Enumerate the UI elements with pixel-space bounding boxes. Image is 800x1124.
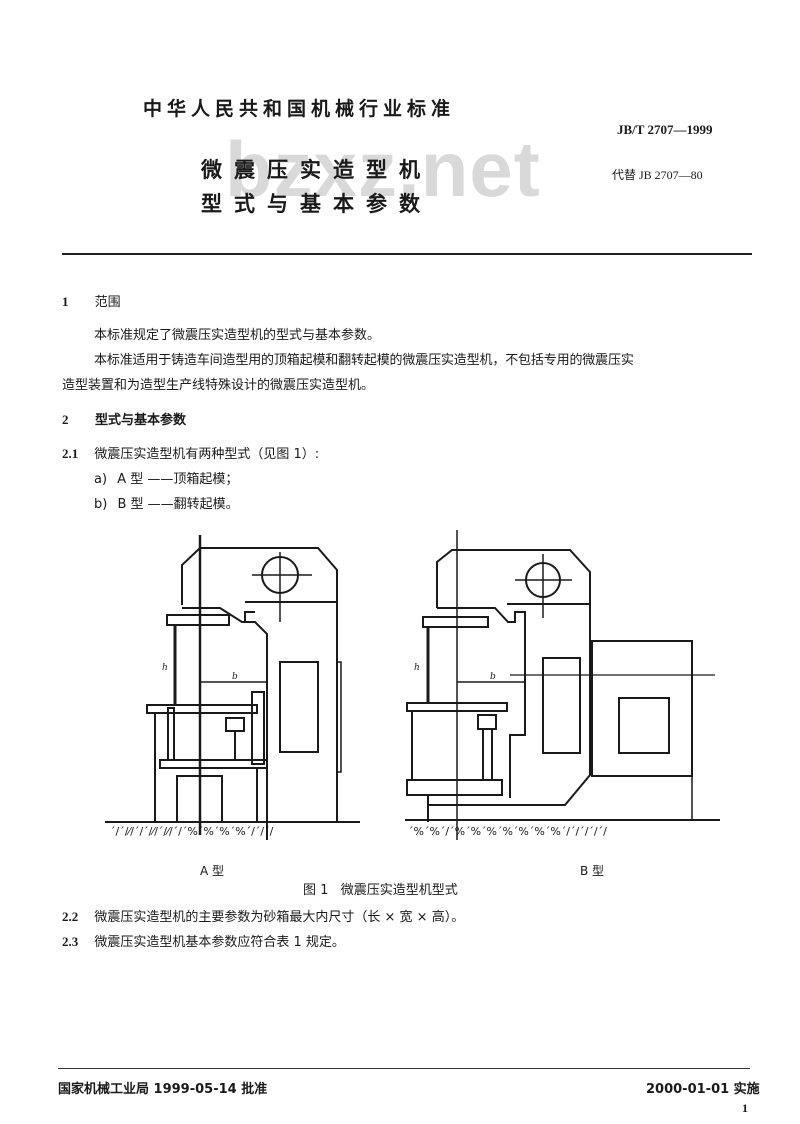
dim-b-label: b	[232, 672, 238, 682]
svg-text:ˊ%ˊ%ˊ/ˊ%ˊ%ˊ%ˊ%ˊ%ˊ%ˊ%ˊ/ˊ/ˊ/ˊ/ˊ/: ˊ%ˊ%ˊ/ˊ%ˊ%ˊ%ˊ%ˊ%ˊ%ˊ%ˊ/ˊ/ˊ/ˊ/ˊ/	[408, 825, 607, 838]
dim-h-label: h	[414, 663, 420, 673]
clause-number: 2.3	[62, 934, 79, 949]
document-title-line2: 型式与基本参数	[201, 192, 432, 216]
list-item-b: b) B 型 ——翻转起模。	[94, 497, 239, 513]
clause-text: 微震压实造型机有两种型式（见图 1）:	[94, 447, 320, 462]
page-number: 1	[742, 1101, 748, 1115]
list-marker: b)	[94, 497, 108, 512]
list-text: B 型 ——翻转起模。	[117, 497, 239, 512]
watermark: bzxz.net	[225, 125, 541, 213]
paragraph: 本标准适用于铸造车间造型用的顶箱起模和翻转起模的微震压实造型机，不包括专用的微震…	[94, 353, 634, 368]
footer-divider	[58, 1068, 750, 1069]
org-title: 中华人民共和国机械行业标准	[143, 98, 456, 120]
approval-info: 国家机械工业局 1999-05-14 批准	[58, 1082, 268, 1097]
document-title-line1: 微震压实造型机	[201, 158, 432, 182]
section-1-heading: 1 范围	[62, 294, 121, 311]
dim-h-label: h	[162, 663, 168, 673]
clause-number: 2.1	[62, 446, 79, 461]
svg-text:ˊ/ˊ/⁄/ˊ/ˊ/⁄/ˊ/⁄/ˊ/ˊ%ˊ%ˊ%ˊ%ˊ/ˊ/: ˊ/ˊ/⁄/ˊ/ˊ/⁄/ˊ/⁄/ˊ/ˊ%ˊ%ˊ%ˊ%ˊ/ˊ/ˊ/	[110, 825, 274, 838]
clause-2-3: 2.3 微震压实造型机基本参数应符合表 1 规定。	[62, 934, 345, 951]
section-title: 范围	[94, 295, 121, 310]
section-number: 1	[62, 294, 69, 309]
figure-label-b: B 型	[580, 864, 605, 878]
list-text: A 型 ——顶箱起模；	[117, 472, 239, 487]
standard-number: JB/T 2707—1999	[617, 122, 713, 137]
section-2-heading: 2 型式与基本参数	[62, 412, 186, 429]
figure-type-b-drawing: ˊ%ˊ%ˊ/ˊ%ˊ%ˊ%ˊ%ˊ%ˊ%ˊ%ˊ/ˊ/ˊ/ˊ/ˊ/ h b	[405, 530, 720, 840]
clause-2-2: 2.2 微震压实造型机的主要参数为砂箱最大内尺寸（长 × 宽 × 高）。	[62, 909, 464, 926]
header-divider	[62, 253, 752, 255]
figure-type-a-drawing: ˊ/ˊ/⁄/ˊ/ˊ/⁄/ˊ/⁄/ˊ/ˊ%ˊ%ˊ%ˊ%ˊ/ˊ/ˊ/ h b	[105, 535, 360, 840]
figure-label-a: A 型	[200, 864, 225, 878]
clause-text: 微震压实造型机的主要参数为砂箱最大内尺寸（长 × 宽 × 高）。	[94, 910, 465, 925]
clause-text: 微震压实造型机基本参数应符合表 1 规定。	[94, 935, 345, 950]
paragraph: 本标准规定了微震压实造型机的型式与基本参数。	[94, 328, 381, 343]
list-marker: a)	[94, 472, 108, 487]
implementation-date: 2000-01-01 实施	[646, 1082, 760, 1097]
list-item-a: a) A 型 ——顶箱起模；	[94, 472, 238, 488]
dim-b-label: b	[490, 672, 496, 682]
clause-2-1: 2.1 微震压实造型机有两种型式（见图 1）:	[62, 446, 319, 463]
clause-number: 2.2	[62, 909, 79, 924]
paragraph: 造型装置和为造型生产线特殊设计的微震压实造型机。	[62, 378, 375, 393]
section-title: 型式与基本参数	[95, 413, 187, 428]
replaces-standard: 代替 JB 2707—80	[612, 168, 703, 182]
section-number: 2	[62, 412, 69, 427]
figure-caption: 图 1 微震压实造型机型式	[303, 883, 458, 898]
